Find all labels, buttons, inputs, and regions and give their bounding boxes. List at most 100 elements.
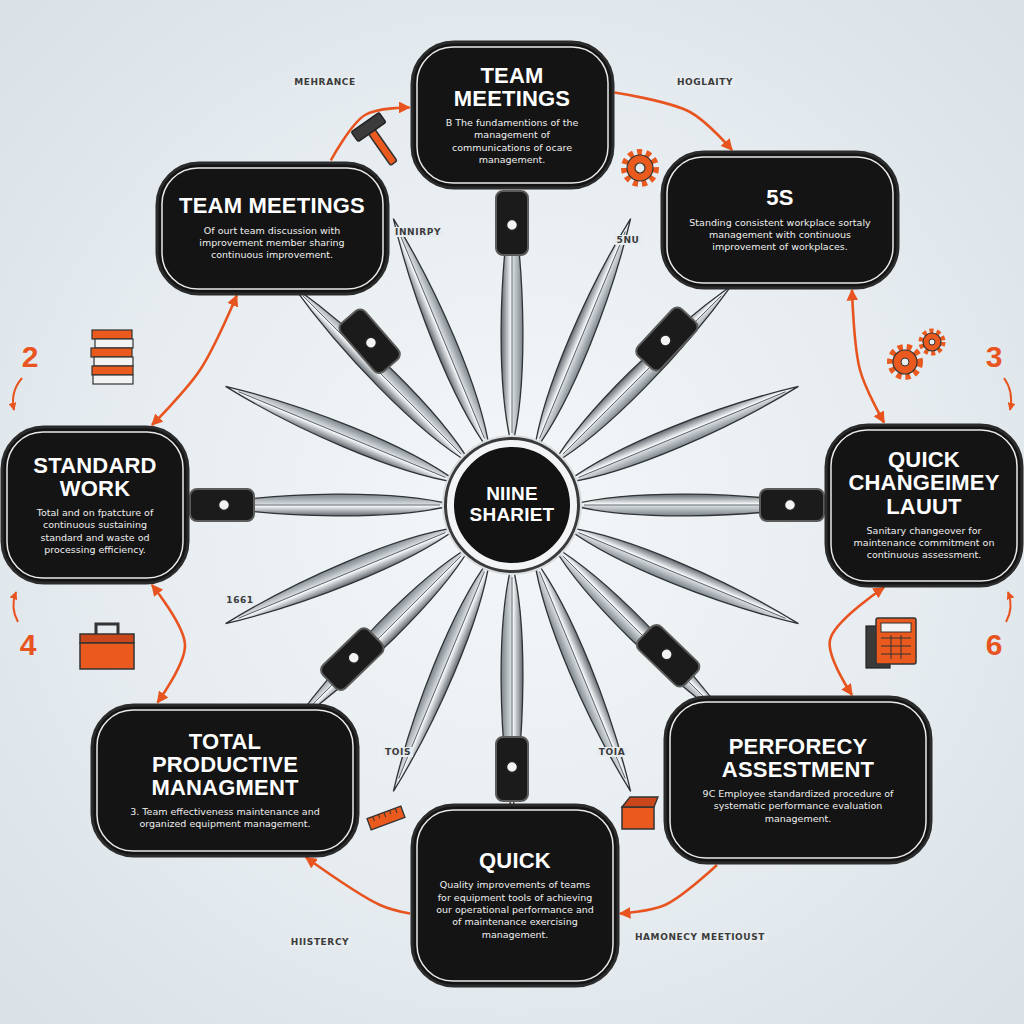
- callout-bubble: 5S Standing consistent workplace sortaly …: [660, 150, 900, 290]
- bubble-fill: [412, 42, 613, 188]
- small-label: 5NU: [615, 235, 642, 245]
- description: 3. Team effectiveness maintenance and or…: [114, 806, 336, 831]
- small-label: MEHRANCE: [292, 77, 358, 87]
- gear-hole: [929, 339, 935, 345]
- box-icon: [622, 797, 658, 829]
- heading: 5S: [684, 186, 876, 209]
- cycle-arrow: [620, 865, 717, 914]
- description: Quality improvements of teams for equipm…: [434, 879, 596, 941]
- heading: PERFORECY ASSESTMENT: [687, 735, 909, 781]
- toolbox-icon: [80, 624, 134, 669]
- gear-teeth: [921, 331, 943, 353]
- decor-arrow: [1006, 592, 1011, 622]
- callout-number: 3: [986, 340, 1003, 374]
- book: [92, 366, 133, 375]
- gears-icon: [890, 331, 943, 377]
- cycle-arrow: [615, 93, 733, 151]
- ruler-icon: [367, 806, 405, 830]
- calculator-screen: [881, 623, 911, 632]
- blade: [524, 214, 641, 455]
- callout-bubble: TEAM MEETINGS B The fundamentions of the …: [410, 40, 615, 190]
- knife-handle: [496, 191, 528, 255]
- description: Standing consistent workplace sortaly ma…: [684, 217, 876, 254]
- heading: QUICK: [434, 849, 596, 872]
- knife-handle: [634, 622, 702, 689]
- bubble-fill: [2, 427, 188, 583]
- decor-arrow: [13, 592, 18, 622]
- bubble-fill: [826, 425, 1022, 586]
- callout-bubble: TOTAL PRODUCTIVE MANAGMENT 3. Team effect…: [90, 703, 360, 858]
- small-label: HOGLAITY: [675, 77, 735, 87]
- bubble-inner-border: [831, 430, 1017, 581]
- gear-hole: [901, 358, 909, 366]
- description: Total and on fpatcture of continuous sus…: [24, 507, 166, 556]
- book: [92, 330, 132, 339]
- blade: [561, 517, 802, 634]
- calculator-icon: [866, 618, 916, 668]
- callout-number: 4: [20, 628, 37, 662]
- bubble-fill: [92, 705, 358, 856]
- blade: [383, 554, 500, 795]
- gear-icon: [624, 152, 656, 184]
- heading: TOTAL PRODUCTIVE MANAGMENT: [114, 730, 336, 799]
- small-label: 1661: [224, 595, 255, 605]
- bubble-outline: [410, 40, 615, 190]
- box-lid: [622, 797, 658, 807]
- bubble-fill: [662, 152, 898, 288]
- knife-handle: [760, 489, 824, 521]
- calculator-keys: [881, 635, 911, 659]
- toolbox-body: [80, 643, 134, 669]
- heading: TEAM MEETINGS: [434, 64, 591, 110]
- blade: [524, 554, 641, 795]
- gear-body: [923, 333, 941, 351]
- bubble-outline: [0, 425, 190, 585]
- knife-handle: [633, 305, 700, 374]
- callout-bubble: TEAM MEETINGSOf ourt team discussion wit…: [155, 161, 390, 296]
- callout-number: 6: [986, 628, 1003, 662]
- knife-handle: [496, 737, 528, 801]
- bubble-inner-border: [670, 702, 926, 858]
- heading: TEAM MEETINGS: [179, 194, 366, 217]
- hub-circle: NIINE SHARIET: [447, 440, 577, 570]
- book: [94, 357, 133, 366]
- blade: [221, 517, 462, 634]
- knife-handle: [318, 625, 386, 692]
- cycle-arrow: [331, 107, 410, 160]
- calculator-body: [876, 618, 916, 664]
- bubble-inner-border: [417, 810, 613, 981]
- toolbox-lid: [80, 634, 134, 643]
- gear-teeth: [624, 152, 656, 184]
- book: [91, 348, 132, 357]
- small-label: HIISTERCY: [289, 937, 351, 947]
- books-icon: [91, 330, 133, 384]
- description: B The fundamentions of the management of…: [434, 117, 591, 166]
- bubble-inner-border: [162, 168, 383, 289]
- cycle-arrow: [152, 296, 237, 426]
- heading: NIINE SHARIET: [464, 484, 560, 526]
- gear-teeth: [890, 347, 920, 377]
- decor-arrow: [1004, 378, 1011, 410]
- ruler-ticks: [373, 808, 397, 821]
- cycle-arrow: [152, 585, 185, 703]
- small-label: INNIRPY: [393, 227, 443, 237]
- cycle-arrow: [830, 588, 884, 696]
- knife-handle: [337, 307, 403, 376]
- bubble-inner-border: [667, 157, 893, 283]
- bubble-inner-border: [97, 710, 353, 851]
- description: Sanitary changeover for maintenance comm…: [848, 525, 1000, 562]
- bubble-fill: [157, 163, 388, 294]
- bubble-inner-border: [7, 432, 183, 578]
- hammer-head: [351, 112, 386, 141]
- blade: [383, 214, 500, 455]
- callout-bubble: QUICK CHANGEIMEY LAUUT Sanitary changeove…: [824, 423, 1024, 588]
- gear-body: [627, 155, 653, 181]
- heading: QUICK CHANGEIMEY LAUUT: [848, 448, 1000, 517]
- blade: [221, 376, 462, 493]
- bubble-fill: [412, 805, 618, 986]
- callout-bubble: STANDARD WORK Total and on fpatcture of c…: [0, 425, 190, 585]
- heading: STANDARD WORK: [24, 454, 166, 500]
- cycle-arrow: [306, 858, 410, 914]
- bubble-inner-border: [417, 47, 608, 183]
- callout-bubble: QUICK Quality improvements of teams for e…: [410, 803, 620, 988]
